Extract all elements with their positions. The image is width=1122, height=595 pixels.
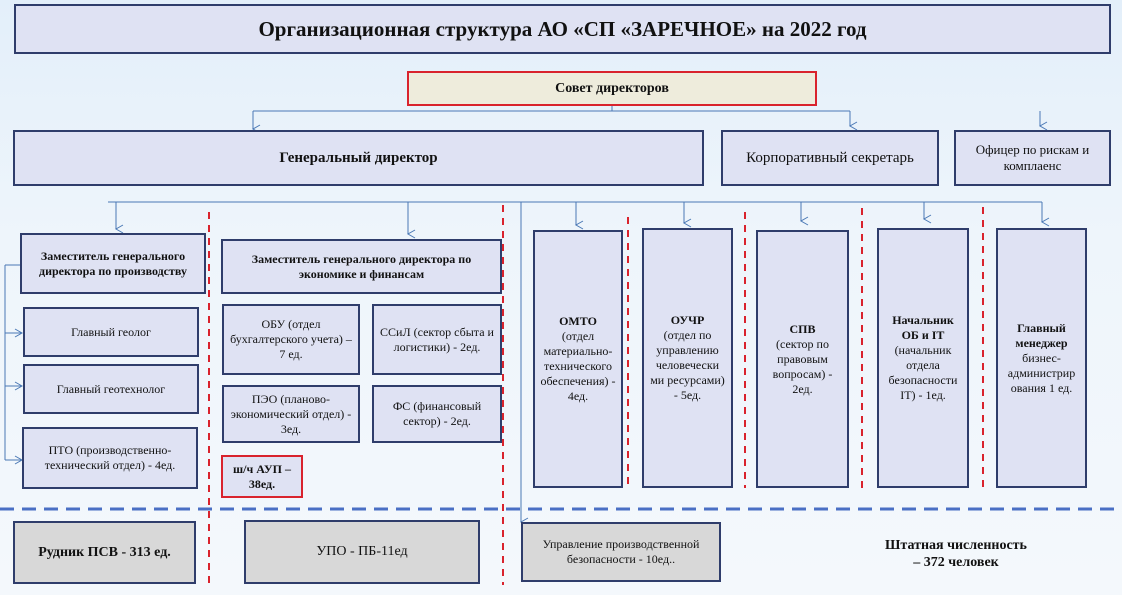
corporate-secretary: Корпоративный секретарь [721,130,939,186]
chief-manager: Главный менеджер бизнес-администрир ован… [996,228,1087,488]
chief-geotechnologist: Главный геотехнолог [23,364,199,414]
pto-department: ПТО (производственно-технический отдел) … [22,427,198,489]
risk-officer: Офицер по рискам и комплаенс [954,130,1111,186]
deputy-production: Заместитель генерального директора по пр… [20,233,206,294]
page-title: Организационная структура АО «СП «ЗАРЕЧН… [14,4,1111,54]
ouchr-head: ОУЧР [670,313,705,327]
ssil-sector: ССиЛ (сектор сбыта и логистики) - 2ед. [372,304,502,375]
obu-department: ОБУ (отдел бухгалтерского учета) – 7 ед. [222,304,360,375]
peo-department: ПЭО (планово-экономический отдел) - 3ед. [222,385,360,443]
board-of-directors: Совет директоров [407,71,817,106]
aup-line1: ш/ч АУП – [233,461,291,476]
ob-it-head: Начальник ОБ и IT (начальник отдела безо… [877,228,969,488]
total-headcount: Штатная численность – 372 человек [868,538,1044,572]
spv-sector: СПВ (сектор по правовым вопросам) - 2ед. [756,230,849,488]
deputy-economics: Заместитель генерального директора по эк… [221,239,502,294]
omto-department: ОМТО (отдел материально-технического обе… [533,230,623,488]
general-director: Генеральный директор [13,130,704,186]
ob-it-title: Начальник ОБ и IT [892,313,954,342]
mine-psv: Рудник ПСВ - 313 ед. [13,521,196,584]
aup-headcount: ш/ч АУП – 38ед. [221,455,303,498]
aup-line2: 38ед. [248,476,276,491]
spv-head: СПВ [789,321,816,336]
production-safety-department: Управление производственной безопасности… [521,522,721,582]
chief-geologist: Главный геолог [23,307,199,357]
total-headcount-line1: Штатная численность [885,538,1027,553]
omto-body: (отдел материально-технического обеспече… [540,329,616,403]
ouchr-department: ОУЧР (отдел по управлению человечески ми… [642,228,733,488]
chief-manager-title: Главный менеджер [1015,320,1068,350]
total-headcount-line2: – 372 человек [913,554,999,570]
upo-pb: УПО - ПБ-11ед [244,520,480,584]
chief-manager-body: бизнес-администрир ования 1 ед. [1007,350,1076,395]
ouchr-body: (отдел по управлению человечески ми ресу… [650,328,725,402]
omto-head: ОМТО [559,314,597,328]
spv-body: (сектор по правовым вопросам) - 2ед. [772,336,833,396]
fs-sector: ФС (финансовый сектор) - 2ед. [372,385,502,443]
ob-it-body: (начальник отдела безопасности IT) - 1ед… [888,343,958,402]
